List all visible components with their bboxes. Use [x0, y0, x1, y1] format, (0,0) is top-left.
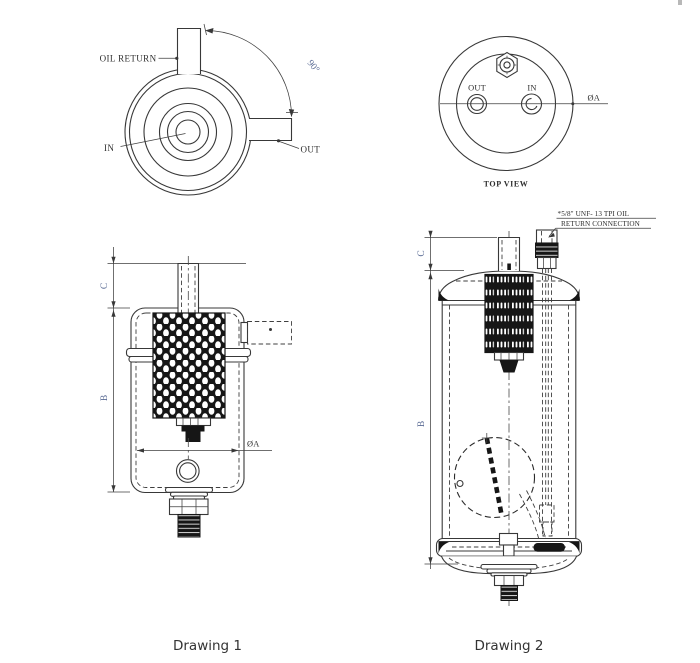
- oil-return-fitting: [535, 229, 559, 270]
- dim-b-label-1: B: [100, 395, 110, 401]
- dim-c-label-1: C: [100, 283, 110, 289]
- weld-wedge: [438, 288, 449, 301]
- float-circle: [453, 436, 536, 519]
- center-drain-fitting: [498, 532, 519, 546]
- weld-wedge: [569, 542, 580, 554]
- out-callout: OUT: [276, 139, 321, 155]
- oil-return-note-line1: *5/8" UNF- 13 TPI OIL: [558, 210, 630, 218]
- in-callout: IN: [104, 133, 186, 153]
- oil-return-callout: OIL RETURN: [100, 54, 179, 64]
- front-in-label: IN: [104, 143, 114, 153]
- vessel2-walls: [441, 300, 577, 539]
- dia-a-dimension: ØA: [137, 440, 272, 453]
- outlet-stub: [249, 117, 293, 142]
- sight-glass: [175, 438, 200, 483]
- front-view: 90° OIL RETURN IN OUT: [100, 23, 322, 196]
- weld-wedge: [438, 542, 449, 554]
- filter-mesh-core: [152, 312, 226, 419]
- bottom-hex-nut: [493, 574, 525, 587]
- threaded-stub-2: [500, 585, 518, 601]
- oil-return-note: *5/8" UNF- 13 TPI OIL RETURN CONNECTION: [548, 210, 656, 238]
- pickup-tube: [484, 437, 505, 517]
- core2-bottom-fitting: [493, 351, 525, 373]
- dim-b-label-2: B: [417, 421, 427, 427]
- filter-mesh-core-2: [484, 273, 534, 354]
- right-internal-fitting: [519, 490, 555, 541]
- shell-circles: [124, 68, 252, 196]
- leader-dot: [276, 139, 281, 143]
- oil-return-label: OIL RETURN: [100, 54, 157, 64]
- screen-artifact: [678, 0, 682, 5]
- drawing-2: C B *5/8" UNF- 13 TPI OIL RETURN CONNECT…: [417, 210, 656, 606]
- float-assembly: [453, 433, 536, 519]
- internal-return-tube: [542, 268, 552, 534]
- dimension-c-b-drawing1: C B: [100, 247, 246, 493]
- top-view: OUT IN ØA TOP VIEW: [438, 35, 608, 189]
- threaded-section: [535, 242, 559, 258]
- outlet-stub-side: [240, 321, 292, 345]
- caption-drawing-1: Drawing 1: [173, 638, 242, 654]
- out-port: OUT: [466, 84, 488, 115]
- diameter-centerline: ØA: [440, 94, 608, 106]
- top-view-out-label: OUT: [468, 84, 486, 93]
- oil-return-note-line2: RETURN CONNECTION: [561, 220, 641, 228]
- center-inlet-boss: [175, 119, 201, 145]
- in-port: IN: [520, 84, 543, 115]
- hex-nut: [536, 256, 557, 270]
- vessel2-bottom: [435, 532, 583, 601]
- caption-drawing-2: Drawing 2: [474, 638, 543, 654]
- hex-fitting: [496, 51, 518, 79]
- core-bottom-fitting: [175, 417, 212, 442]
- bottom-fitting: [164, 486, 214, 538]
- angle-90-label: 90°: [305, 58, 322, 75]
- top-view-in-label: IN: [527, 84, 536, 93]
- oil-return-port-block: [533, 543, 565, 552]
- dia-a-label-1: ØA: [247, 440, 260, 449]
- dimension-c-b-drawing2: C B: [417, 230, 497, 569]
- dim-c-label-2: C: [417, 250, 427, 256]
- weld-wedge: [569, 288, 580, 301]
- inlet-tube: [177, 256, 200, 322]
- front-out-label: OUT: [301, 145, 321, 155]
- drawing-1: ØA C B: [100, 247, 292, 538]
- oil-return-stub: [176, 27, 202, 74]
- thread-arc: [525, 97, 538, 111]
- threaded-stub: [177, 514, 201, 538]
- pivot-marker: [456, 479, 464, 488]
- leader-dot: [175, 56, 179, 60]
- inlet-tube-2: [497, 236, 521, 271]
- top-view-dia-label: ØA: [588, 94, 601, 103]
- top-view-title: TOP VIEW: [484, 180, 529, 189]
